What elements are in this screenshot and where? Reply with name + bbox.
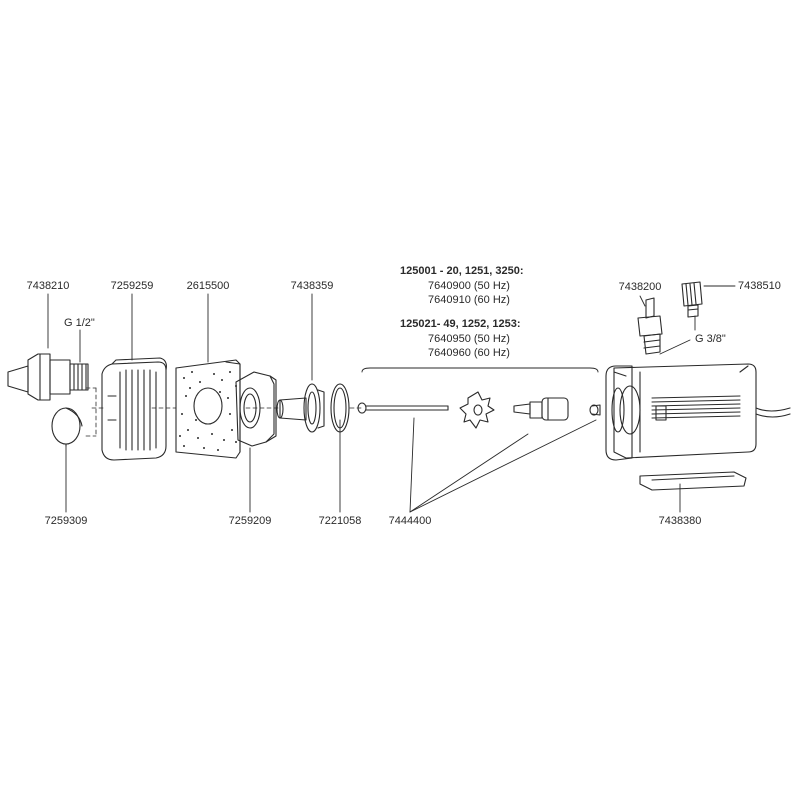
label-7221058: 7221058 [318, 515, 362, 527]
center-axis [85, 387, 363, 437]
model-group-2-title: 125021- 49, 1252, 1253: [400, 318, 521, 330]
hose-nozzle-part [637, 297, 663, 355]
label-7438210: 7438210 [26, 280, 70, 292]
model-group-1-variant-50hz: 7640900 (50 Hz) [428, 280, 510, 292]
valve-part [681, 281, 703, 318]
label-7259259: 7259259 [110, 280, 154, 292]
label-thread-g-half: G 1/2" [64, 317, 95, 329]
model-group-2-variant-50hz: 7640950 (50 Hz) [428, 333, 510, 345]
impeller-set-part [357, 391, 601, 429]
motor-housing-part [605, 363, 791, 461]
label-7438200: 7438200 [618, 281, 662, 293]
o-ring-part [330, 383, 350, 433]
suction-cap-part [51, 407, 83, 447]
intake-cover-part [101, 357, 167, 461]
model-group-2-variant-60hz: 7640960 (60 Hz) [428, 347, 510, 359]
nozzle-part [7, 353, 89, 401]
label-7444400: 7444400 [388, 515, 432, 527]
label-7259209: 7259209 [228, 515, 272, 527]
label-thread-g-3-8: G 3/8" [695, 333, 726, 345]
base-plate-part [639, 471, 747, 491]
model-group-1-variant-60hz: 7640910 (60 Hz) [428, 294, 510, 306]
label-7438359: 7438359 [290, 280, 334, 292]
label-7438380: 7438380 [658, 515, 702, 527]
leader-lines [47, 285, 736, 513]
label-7259309: 7259309 [44, 515, 88, 527]
model-group-1-title: 125001 - 20, 1251, 3250: [400, 265, 524, 277]
front-plate-part [235, 371, 277, 447]
label-2615500: 2615500 [186, 280, 230, 292]
impeller-cover-part [276, 383, 325, 433]
filter-foam-part [175, 359, 241, 459]
label-7438510: 7438510 [738, 280, 781, 292]
